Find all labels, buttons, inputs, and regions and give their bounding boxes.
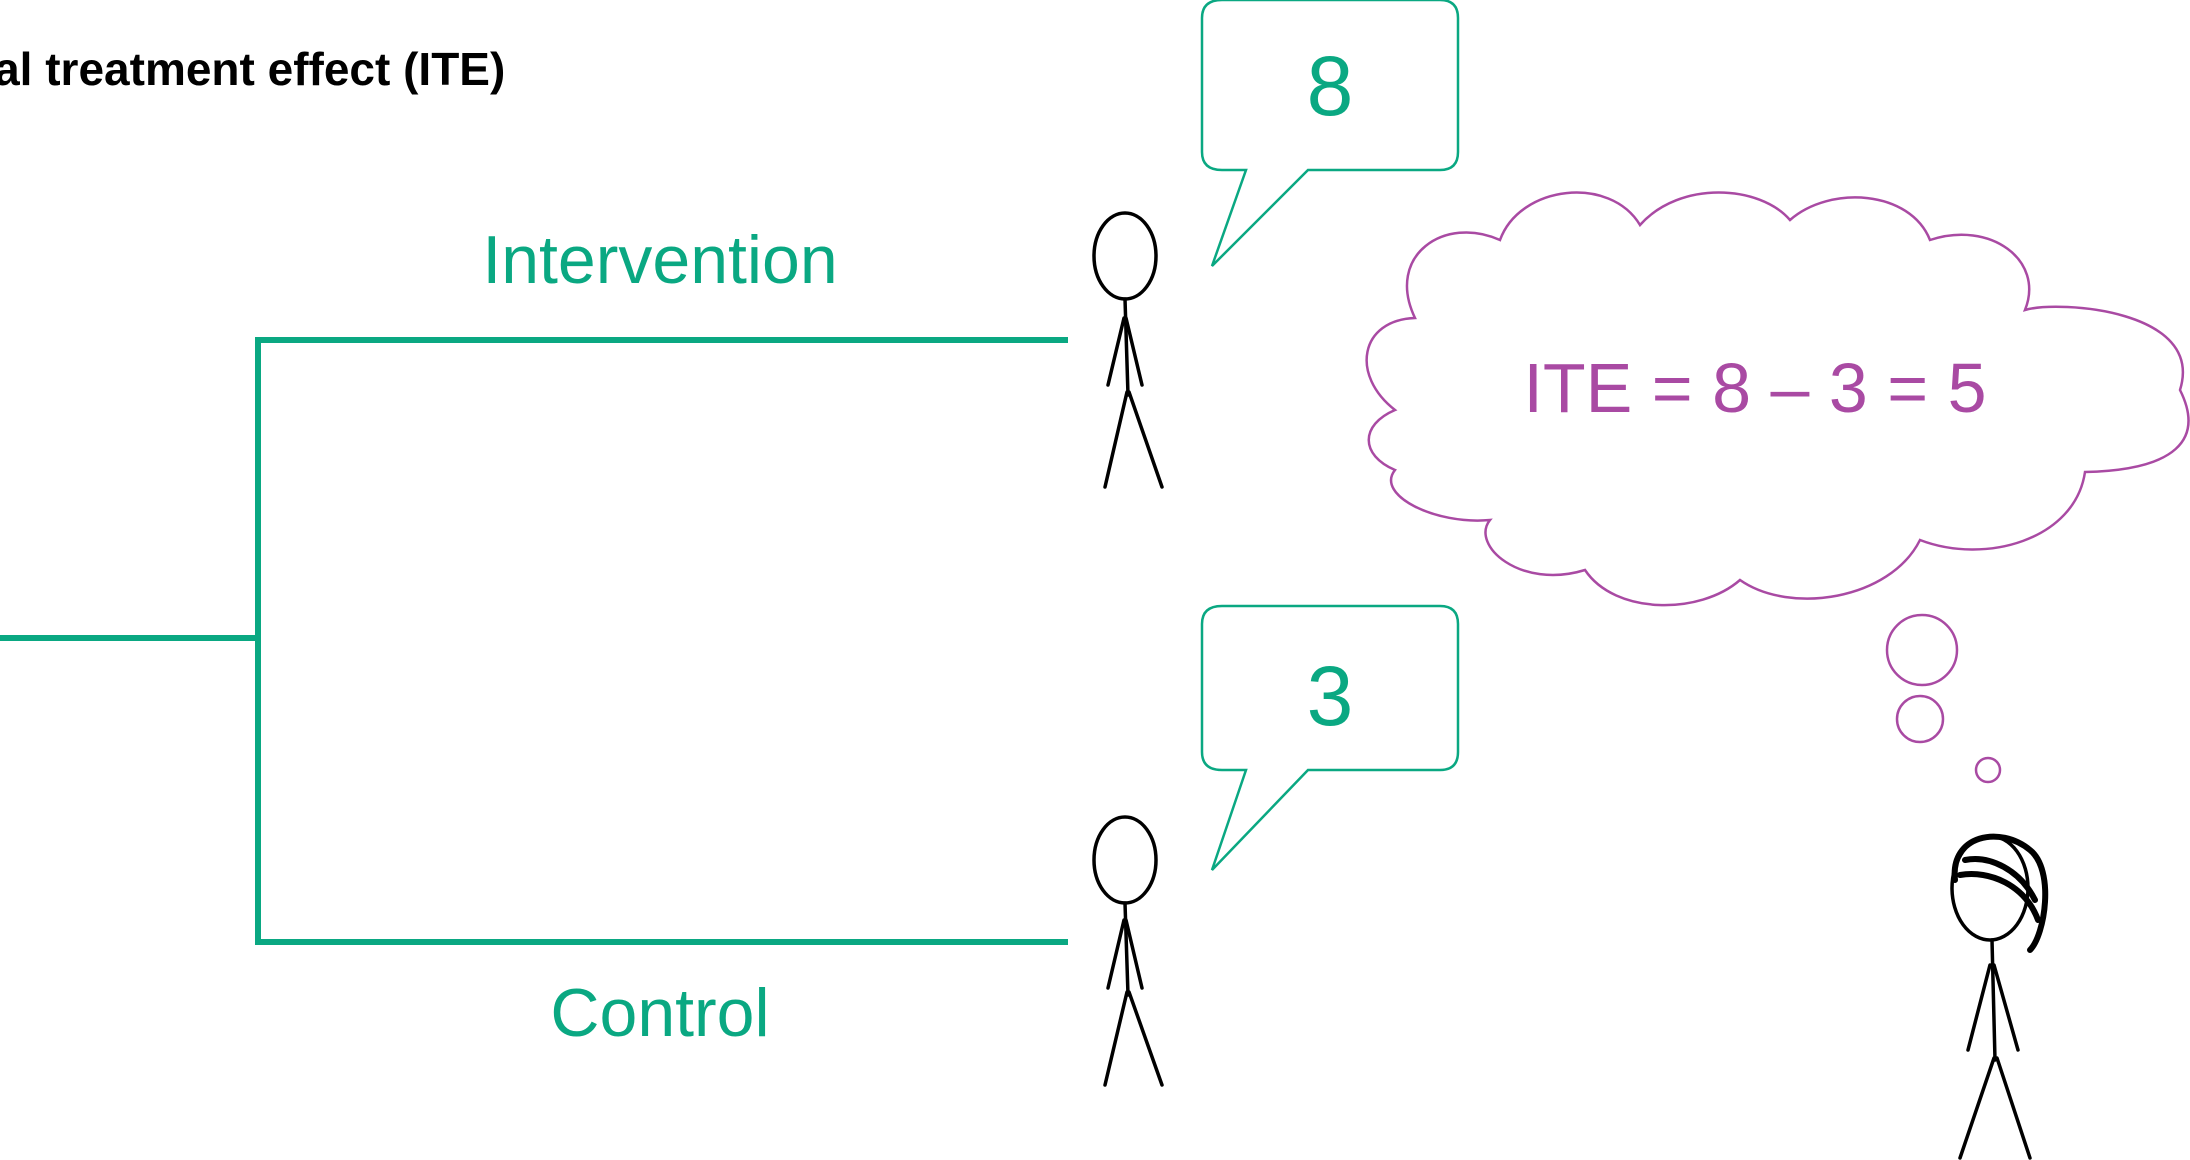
figure-arms (1106, 918, 1144, 990)
figure-body (1123, 297, 1130, 397)
control-outcome: 3 (1307, 649, 1354, 743)
thought-bubble-small (1974, 756, 2002, 784)
figure-body (1123, 901, 1130, 997)
speech-bubble-control: 3 (1200, 604, 1460, 871)
thought-cloud-outline (1365, 191, 2190, 607)
stick-figure-intervention (1092, 211, 1164, 489)
stick-figure-thinker (1950, 833, 2049, 1160)
intervention-label: Intervention (482, 222, 837, 298)
control-label: Control (550, 975, 769, 1051)
intervention-outcome: 8 (1307, 39, 1354, 133)
figure-arms (1966, 963, 2020, 1052)
thought-bubble-large (1885, 613, 1959, 687)
figure-hair (1951, 833, 2049, 953)
figure-legs (1103, 990, 1164, 1087)
figure-arms (1106, 316, 1144, 387)
slide-title: ual treatment effect (ITE) (0, 43, 506, 95)
figure-legs (1958, 1056, 2032, 1160)
thought-cloud: ITE = 8 – 3 = 5 (1365, 191, 2190, 784)
speech-bubble-outline (1200, 604, 1460, 871)
figure-head (1092, 211, 1158, 301)
figure-body (1990, 938, 1997, 1062)
treatment-tree (0, 337, 1068, 945)
ite-formula: ITE = 8 – 3 = 5 (1523, 349, 1986, 427)
thought-bubble-medium (1895, 694, 1945, 744)
speech-bubble-outline (1200, 0, 1460, 267)
stick-figure-control (1092, 815, 1164, 1087)
figure-legs (1103, 390, 1164, 489)
figure-head (1092, 815, 1158, 905)
speech-bubble-intervention: 8 (1200, 0, 1460, 267)
